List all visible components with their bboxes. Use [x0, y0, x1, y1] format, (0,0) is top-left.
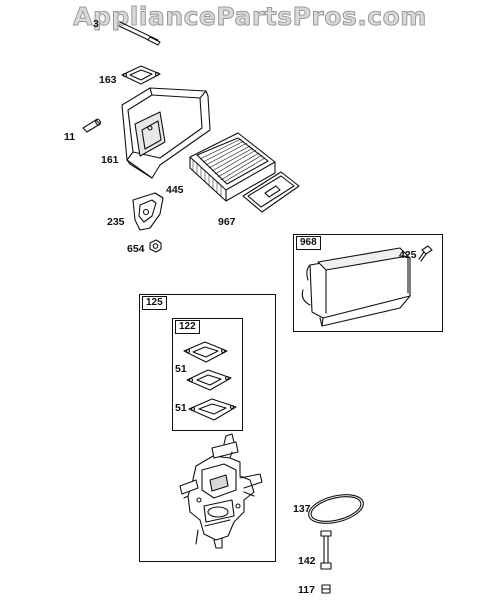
air-cleaner-cover-part	[301, 247, 411, 327]
callout-122[interactable]: 122	[175, 320, 200, 334]
pin-part	[82, 118, 101, 133]
callout-51-lower[interactable]: 51	[175, 402, 187, 414]
pre-cleaner-part	[242, 171, 300, 213]
callout-654[interactable]: 654	[127, 243, 145, 255]
callout-161[interactable]: 161	[101, 154, 119, 166]
callout-163[interactable]: 163	[99, 74, 117, 86]
stud-bolt-part	[118, 21, 161, 46]
callout-3[interactable]: 3	[93, 18, 99, 30]
gasket-part	[121, 65, 161, 85]
o-ring-part	[308, 494, 364, 524]
callout-125[interactable]: 125	[142, 296, 167, 310]
gasket-upper-part	[183, 341, 228, 363]
kit-frame-122	[172, 318, 243, 431]
callout-445[interactable]: 445	[166, 184, 184, 196]
kit-frame-125	[139, 294, 276, 562]
callout-51-upper[interactable]: 51	[175, 363, 187, 375]
callout-11[interactable]: 11	[64, 131, 76, 143]
callout-117[interactable]: 117	[298, 584, 315, 596]
pleated-filter-part	[189, 132, 276, 202]
gasket-lower-part	[188, 398, 237, 421]
air-cleaner-base-part	[121, 87, 211, 179]
callout-425[interactable]: 425	[399, 249, 417, 261]
valve-bolt-part	[320, 530, 332, 570]
screw-part	[418, 245, 433, 262]
watermark-logo: AppliancePartsPros.com	[73, 2, 427, 32]
callout-137[interactable]: 137	[293, 503, 311, 515]
gasket-middle-part	[186, 369, 232, 391]
bracket-part	[132, 192, 164, 231]
nut-part	[149, 239, 162, 253]
callout-142[interactable]: 142	[298, 555, 316, 567]
carburetor-part	[179, 433, 263, 549]
callout-967[interactable]: 967	[218, 216, 236, 228]
plug-part	[321, 584, 331, 594]
callout-968[interactable]: 968	[296, 236, 321, 250]
kit-frame-968	[293, 234, 443, 332]
callout-235[interactable]: 235	[107, 216, 125, 228]
